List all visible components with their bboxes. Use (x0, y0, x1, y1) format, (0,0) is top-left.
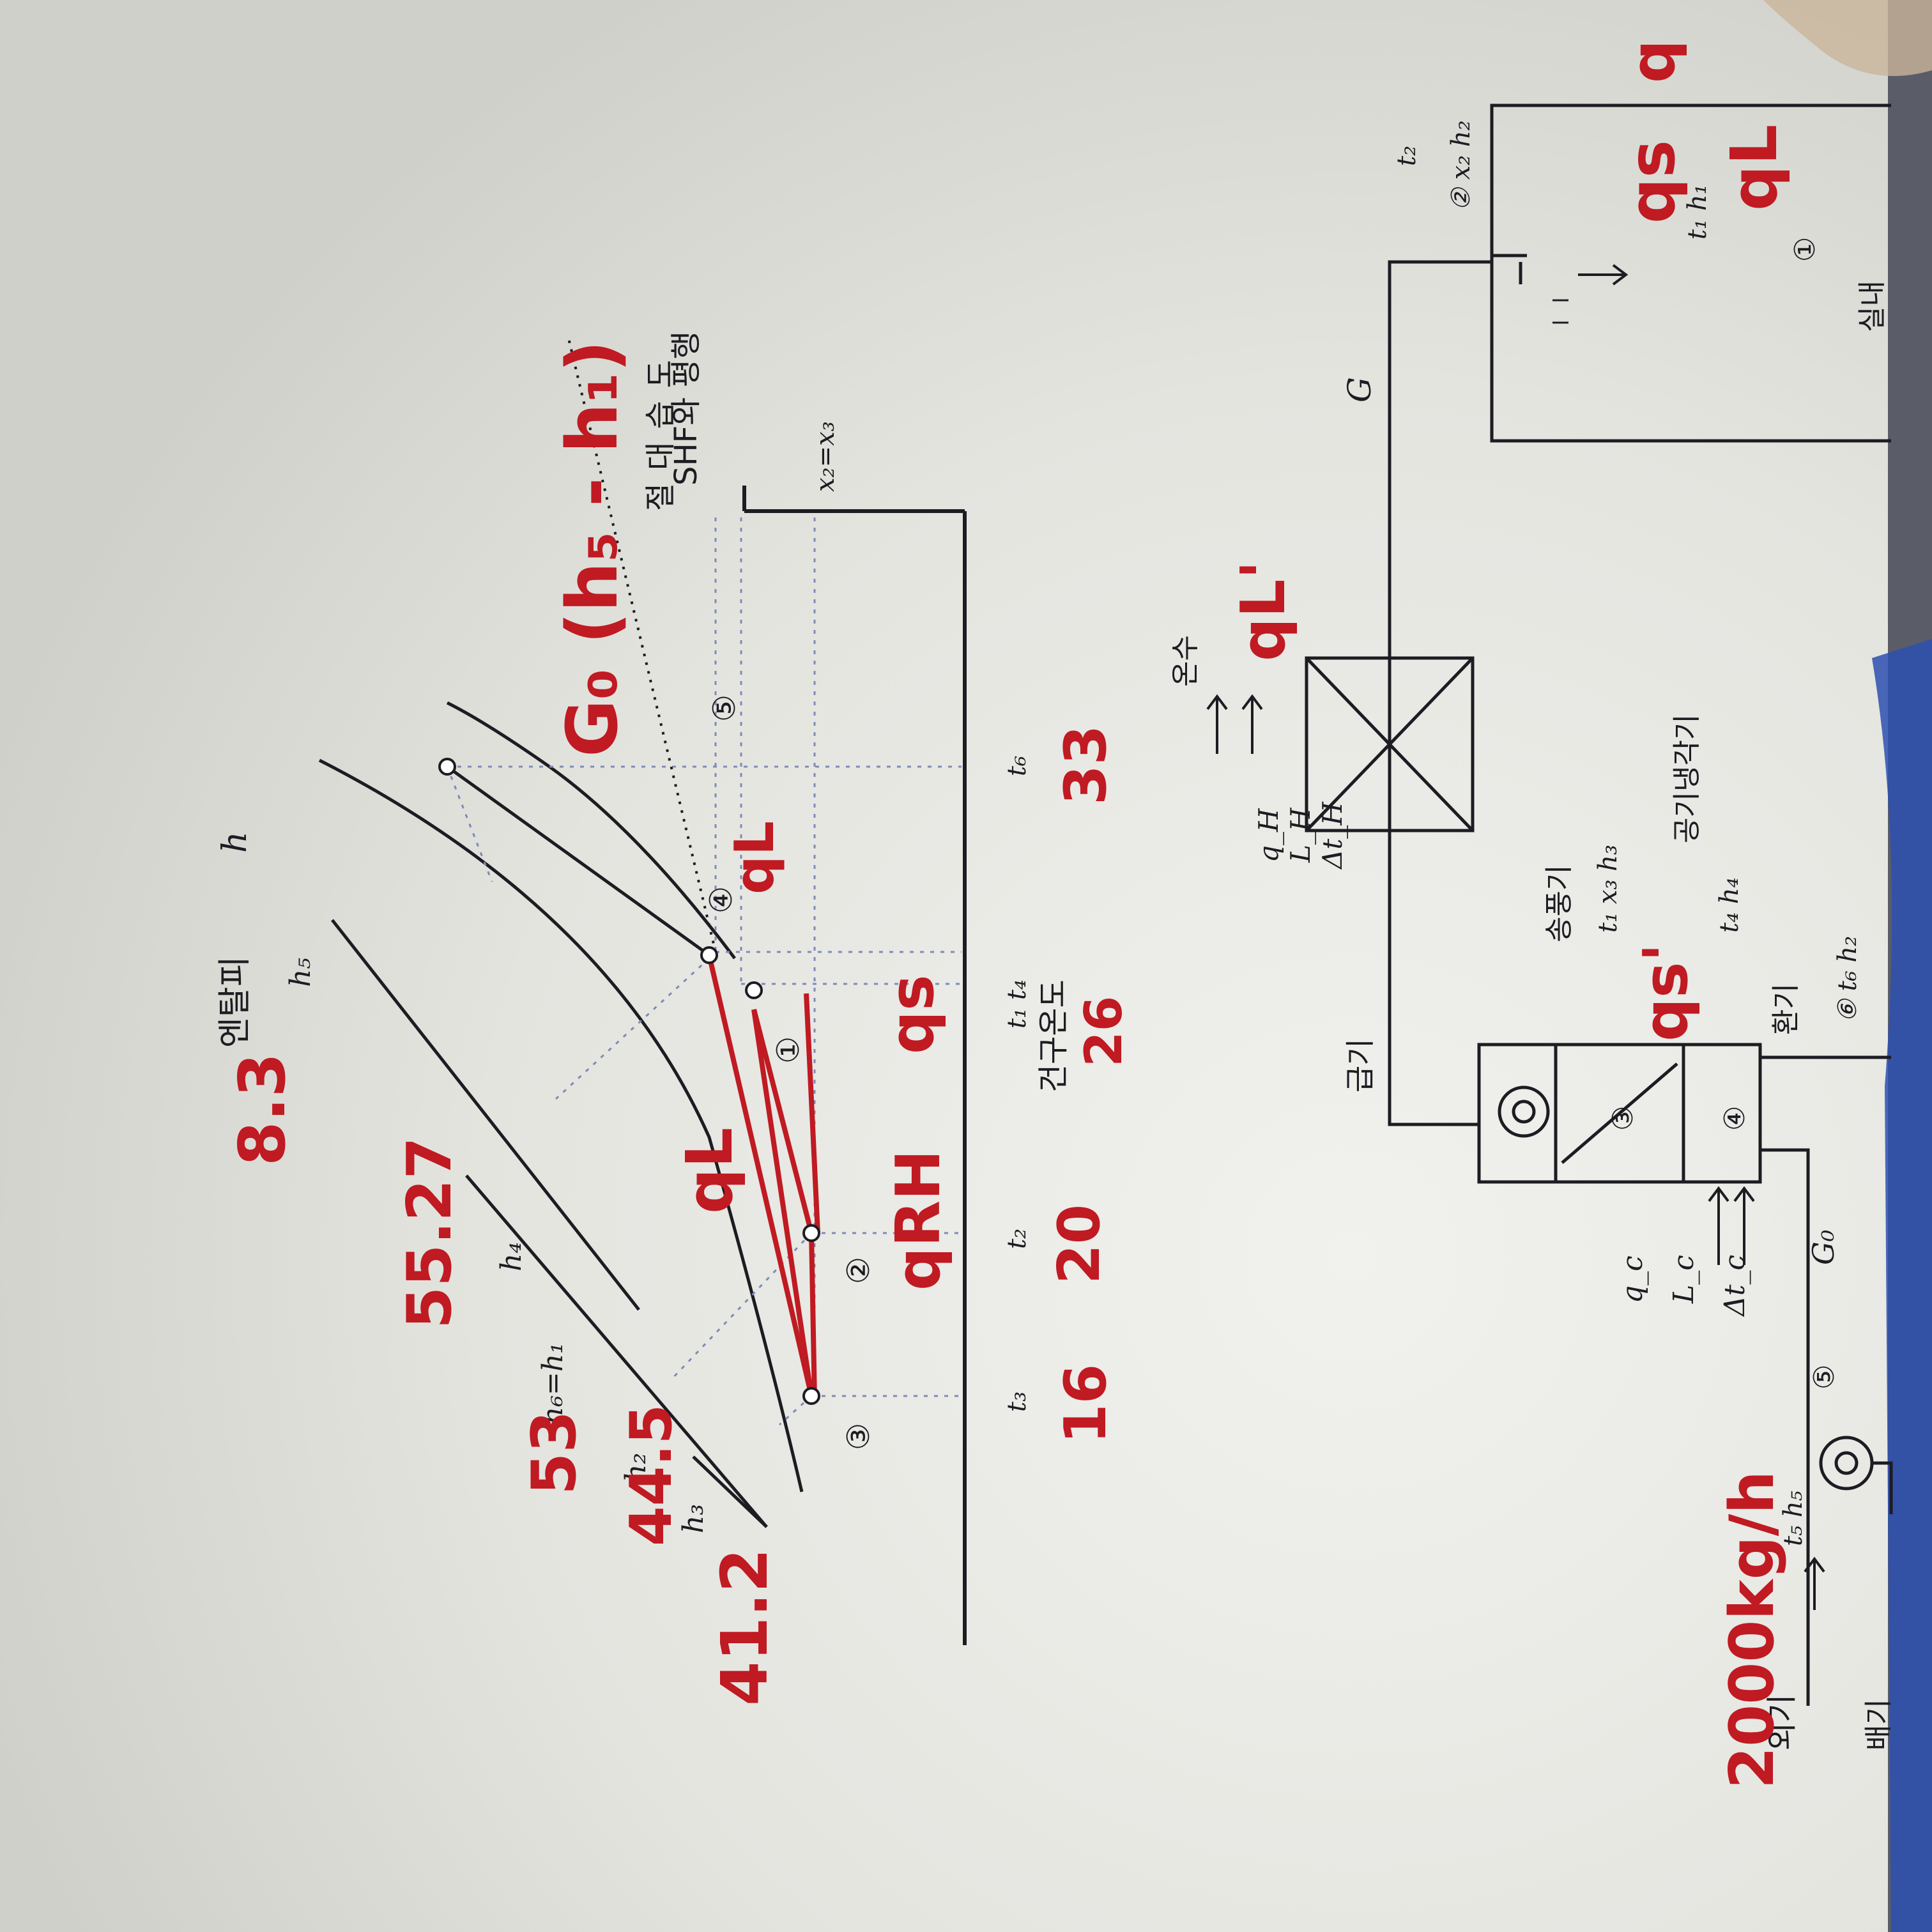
blue-screen-edge (1872, 639, 1932, 1932)
point-2 (802, 1224, 820, 1242)
label-t6: t₆ (1002, 756, 1032, 776)
num-room: ① (1789, 237, 1821, 262)
hw-formula: G₀ (h₅ - h₁) (551, 340, 633, 757)
hw-qL-room: qL (1717, 125, 1791, 211)
enthalpy-line-h3 (692, 1455, 768, 1528)
handwritten-annotations: 8.3 41.2 44.5 53 55.27 16 20 26 33 qL qL… (225, 40, 1791, 1789)
label-h6h1: h₆=h₁ (537, 1342, 569, 1425)
point-3 (802, 1387, 820, 1405)
label-LH: L_H (1285, 807, 1316, 863)
label-dtc: Δt_c (1719, 1255, 1751, 1317)
label-supply-state: ② x₂ h₂ (1446, 120, 1476, 211)
label-G0: G₀ (1806, 1230, 1841, 1265)
label-supply-temp: t₂ (1392, 146, 1422, 166)
hw-h3: 41.2 (707, 1548, 782, 1706)
red-process-lines (707, 954, 820, 1400)
hw-qL-mid: qL (672, 1128, 747, 1214)
hw-qs-room: qs (1614, 140, 1689, 224)
enthalpy-line-h1 (465, 1174, 768, 1528)
hw-qL-right: qL (723, 821, 786, 894)
heater-box (1305, 656, 1475, 832)
hw-h1: 53 (519, 1411, 590, 1495)
process-line-4-5 (446, 765, 710, 957)
schematic-labels: 외기 배기 급기 환기 송풍기 공기냉각기 온수 실내 G G₀ q_c L_c… (1169, 120, 1895, 1751)
label-coil-state: t₄ h₄ (1715, 877, 1744, 933)
num-point-1: ① (770, 1036, 806, 1064)
label-Lc: L_c (1667, 1255, 1700, 1304)
hw-figure: 8.3 (225, 1053, 300, 1166)
label-fan: 송풍기 (1543, 865, 1575, 942)
label-h4: h₄ (495, 1242, 528, 1271)
num-outdoor: ⑤ (1808, 1365, 1841, 1390)
hw-t2: 20 (1046, 1204, 1113, 1284)
label-qc: q_c (1616, 1255, 1649, 1303)
label-return-state: ⑥ t₆ h₂ (1833, 936, 1862, 1022)
hw-t3: 16 (1052, 1364, 1119, 1444)
label-dtH: Δt_H (1317, 801, 1348, 870)
fan-symbol (1498, 1085, 1550, 1138)
label-G: G (1341, 377, 1378, 402)
fan-coil-unit (1477, 1043, 1762, 1184)
label-outdoor-state: t₅ h₅ (1779, 1491, 1808, 1546)
enthalpy-line-h5 (331, 919, 640, 1311)
point-5 (438, 758, 456, 776)
hw-h4: 55.27 (395, 1137, 465, 1330)
hw-t1: 26 (1074, 996, 1133, 1067)
hw-qRH: qRH (884, 1149, 954, 1291)
supply-duct (1388, 260, 1492, 1126)
num-point-4: ④ (703, 886, 739, 914)
condition-line (446, 701, 736, 960)
axis-enthalpy-symbol: h (216, 832, 254, 854)
label-cooler: 공기냉각기 (1671, 714, 1703, 843)
hand-shadow (1763, 0, 1932, 76)
num-coil: ④ (1719, 1106, 1751, 1131)
label-h2: h₂ (620, 1453, 652, 1482)
label-room-state: t₁ h₁ (1683, 184, 1712, 240)
label-h5: h₅ (284, 958, 317, 987)
num-point-5: ⑤ (707, 694, 742, 722)
label-return-air: 환기 (1770, 983, 1802, 1035)
hw-q-room-side: q (1618, 40, 1689, 83)
label-room: 실내 (1856, 280, 1889, 332)
label-t1t4: t₁ t₄ (1002, 979, 1032, 1029)
point-1 (745, 981, 763, 999)
label-t3: t₃ (1002, 1392, 1032, 1412)
label-qH: q_H (1253, 808, 1284, 862)
axis-enthalpy-label: 엔탈피 (216, 956, 254, 1048)
num-point-3: ③ (841, 1423, 877, 1450)
axis-humidity-label: 절대습도 (643, 347, 678, 511)
axis-drybulb-label: 건구온도 (1036, 979, 1071, 1092)
label-supply-air: 급기 (1343, 1038, 1377, 1092)
outside-air-duct (1760, 1148, 1810, 1706)
hw-t6: 33 (1052, 725, 1119, 805)
label-hot-water: 온수 (1169, 635, 1202, 687)
label-exhaust: 배기 (1862, 1699, 1895, 1751)
num-point-2: ② (841, 1257, 877, 1284)
hw-qs: qs (877, 974, 947, 1054)
x-equal-label: x₂=x₃ (811, 421, 840, 492)
dotted-guides (446, 518, 962, 1426)
shf-parallel-line (567, 338, 717, 953)
system-schematic (1206, 103, 1893, 1706)
point-4 (700, 946, 718, 964)
hw-qL-coil: qL' (1229, 560, 1299, 661)
saturation-curve (318, 758, 804, 1492)
label-h3: h₃ (677, 1504, 710, 1533)
room-outline (1490, 103, 1891, 443)
num-fan: ③ (1607, 1106, 1639, 1131)
hw-h2: 44.5 (618, 1404, 685, 1546)
hw-flow: 2000kg/h (1717, 1471, 1788, 1789)
label-outdoor-air: 외기 (1764, 1694, 1800, 1751)
hw-qs-coil: qs' (1631, 943, 1701, 1041)
label-t2: t₂ (1002, 1229, 1032, 1249)
label-fan-state: t₁ x₃ h₃ (1593, 845, 1623, 933)
shf-note: SHF와 평행 (668, 331, 704, 486)
psychrometric-chart: 엔탈피 h 건구온도 절대습도 SHF와 평행 x₂=x₃ h₃ h₂ h₆=h… (216, 331, 1071, 1645)
